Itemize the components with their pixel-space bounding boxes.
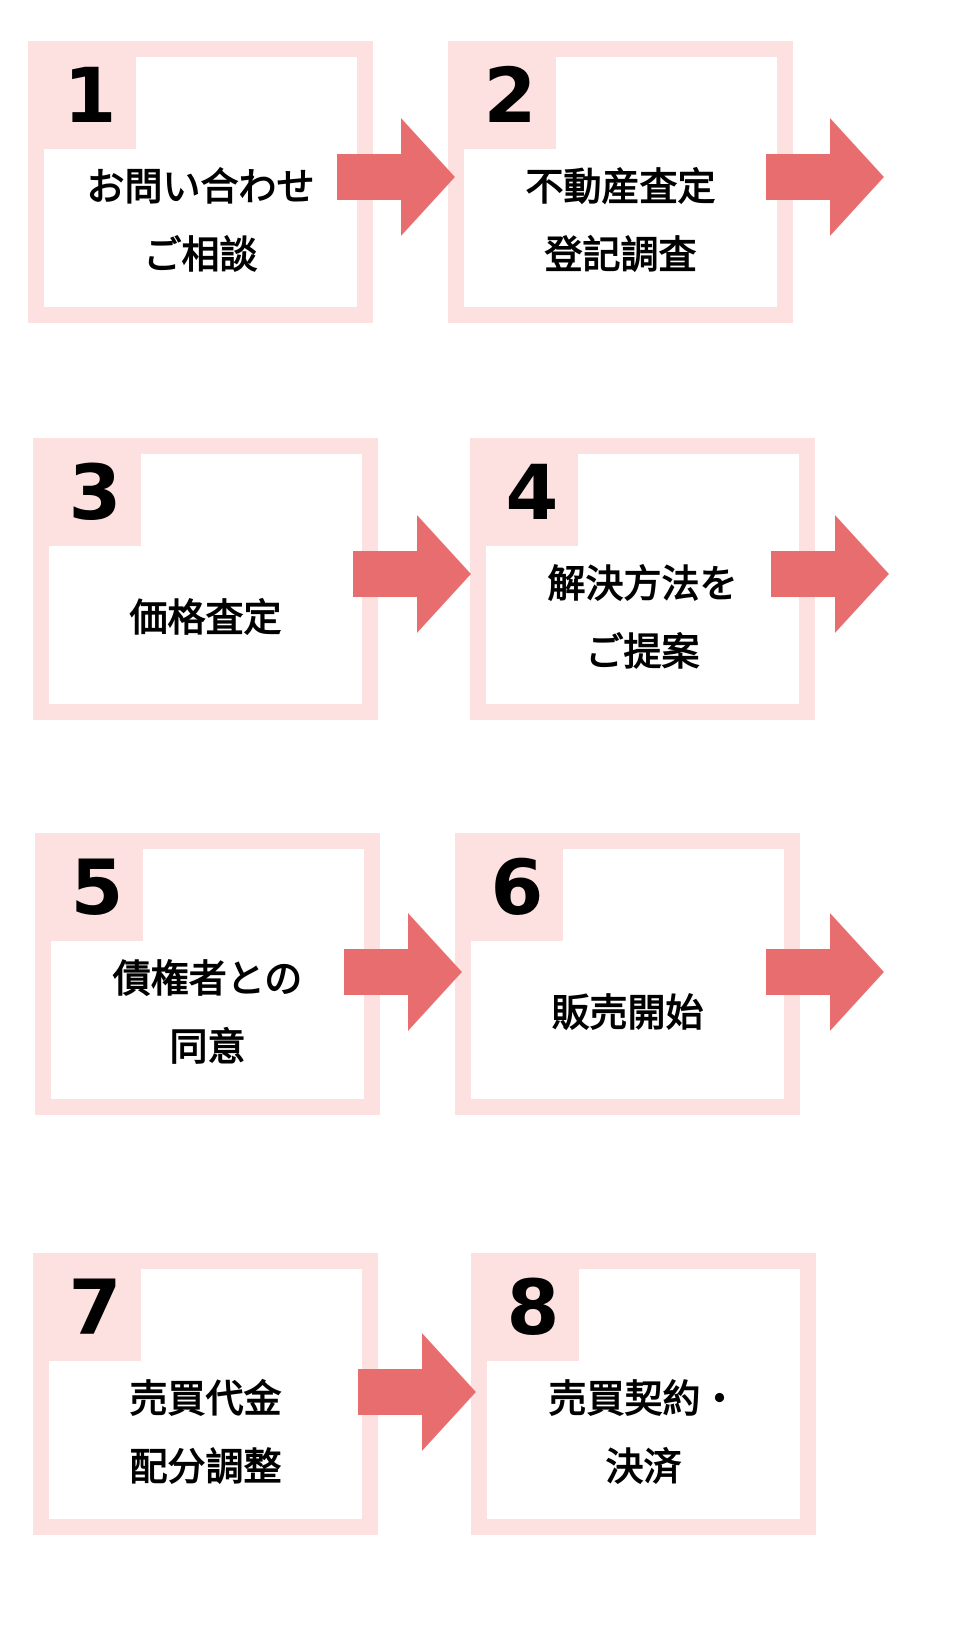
- step-number: 2: [483, 51, 537, 140]
- right-arrow-icon: [766, 118, 884, 236]
- right-arrow-icon: [344, 913, 462, 1031]
- right-arrow-icon: [771, 515, 889, 633]
- step-7: 7 売買代金 配分調整: [33, 1253, 378, 1535]
- step-label: 売買代金 配分調整: [129, 1377, 282, 1489]
- right-arrow-icon: [766, 913, 884, 1031]
- step-number: 3: [68, 448, 122, 537]
- step-label: お問い合わせ ご相談: [86, 165, 315, 277]
- step-number: 7: [68, 1263, 122, 1352]
- step-label: 売買契約・ 決済: [548, 1377, 739, 1489]
- step-8: 8 売買契約・ 決済: [471, 1253, 816, 1535]
- step-1: 1 お問い合わせ ご相談: [28, 41, 373, 323]
- right-arrow-icon: [358, 1333, 476, 1451]
- right-arrow-icon: [337, 118, 455, 236]
- step-label: 債権者との 同意: [112, 957, 303, 1069]
- step-2: 2 不動産査定 登記調査: [448, 41, 793, 323]
- step-4: 4 解決方法を ご提案: [470, 438, 815, 720]
- step-3: 3 価格査定: [33, 438, 378, 720]
- step-label: 販売開始: [551, 991, 704, 1035]
- step-label: 価格査定: [129, 596, 282, 640]
- right-arrow-icon: [353, 515, 471, 633]
- step-5: 5 債権者との 同意: [35, 833, 380, 1115]
- step-6: 6 販売開始: [455, 833, 800, 1115]
- step-number: 5: [70, 843, 124, 932]
- step-label: 解決方法を ご提案: [547, 562, 738, 674]
- step-label: 不動産査定 登記調査: [525, 165, 716, 277]
- step-number: 6: [490, 843, 544, 932]
- step-number: 4: [505, 448, 559, 537]
- step-number: 8: [506, 1263, 560, 1352]
- step-number: 1: [63, 51, 117, 140]
